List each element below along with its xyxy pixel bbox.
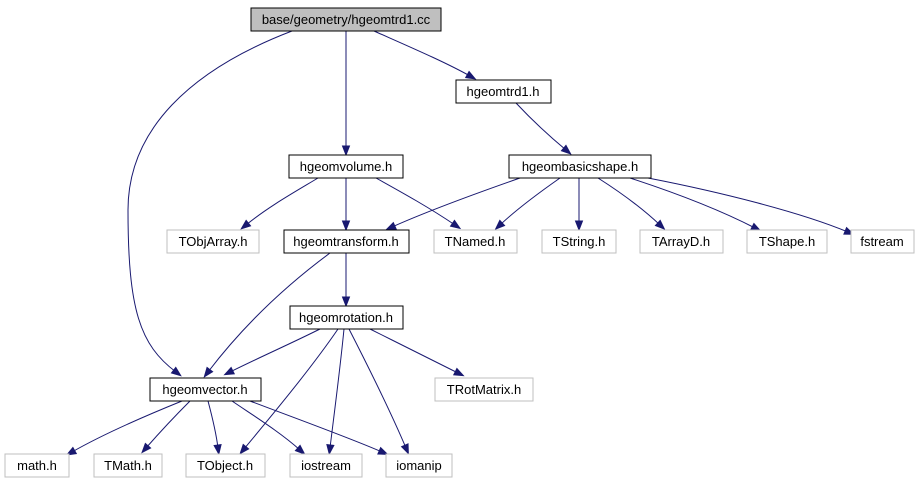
- edge-hgeomtrd1-h-to-hgeombasicshape-h: [515, 102, 567, 151]
- edge-hgeomvector-h-to-math-h: [71, 400, 183, 453]
- node-hgeomrotation-h-label: hgeomrotation.h: [299, 310, 393, 325]
- edge-hgeomtransform-h-to-hgeomvector-h: [207, 252, 331, 373]
- node-hgeomvolume-h-label: hgeomvolume.h: [300, 159, 393, 174]
- node-trotmatrix-h[interactable]: TRotMatrix.h: [434, 377, 534, 402]
- arrowhead-root-to-hgeomtrd1-h: [464, 70, 477, 80]
- arrowhead-hgeomvolume-h-to-hgeomtransform-h: [341, 220, 351, 232]
- node-root-label: base/geometry/hgeomtrd1.cc: [262, 12, 431, 27]
- edge-hgeomrotation-h-to-tobject-h: [243, 328, 339, 450]
- edge-hgeomvector-h-to-iomanip: [249, 400, 383, 453]
- arrowhead-hgeomvector-h-to-tobject-h: [213, 443, 222, 456]
- edge-hgeomrotation-h-to-iostream: [329, 328, 345, 449]
- edge-hgeomvector-h-to-tobject-h: [207, 400, 219, 449]
- arrowhead-hgeomvector-h-to-tmath-h: [141, 442, 152, 454]
- arrowhead-hgeomtransform-h-to-hgeomrotation-h: [341, 296, 351, 308]
- node-hgeombasicshape-h[interactable]: hgeombasicshape.h: [508, 154, 652, 179]
- arrowhead-hgeomrotation-h-to-iostream: [326, 444, 335, 456]
- node-tobjarray-h-label: TObjArray.h: [179, 234, 248, 249]
- edge-hgeombasicshape-h-to-fstream: [647, 177, 849, 233]
- edge-root-to-hgeomvector-h: [127, 30, 293, 373]
- node-hgeomtransform-h-label: hgeomtransform.h: [293, 234, 399, 249]
- arrowhead-hgeomrotation-h-to-tobject-h: [239, 443, 250, 455]
- edge-hgeomrotation-h-to-iomanip: [348, 328, 407, 449]
- node-math-h-label: math.h: [17, 458, 57, 473]
- node-tmath-h-label: TMath.h: [104, 458, 152, 473]
- node-hgeomtrd1-h-label: hgeomtrd1.h: [467, 84, 540, 99]
- edge-hgeombasicshape-h-to-tshape-h: [629, 177, 756, 229]
- arrowhead-hgeomrotation-h-to-iomanip: [400, 443, 409, 455]
- edge-hgeomvolume-h-to-tobjarray-h: [245, 177, 319, 226]
- node-tshape-h-label: TShape.h: [759, 234, 815, 249]
- arrowhead-hgeomtransform-h-to-hgeomvector-h: [203, 366, 214, 378]
- arrowhead-hgeomrotation-h-to-trotmatrix-h: [452, 367, 465, 377]
- arrowhead-root-to-hgeomvolume-h: [341, 145, 351, 157]
- arrowhead-hgeomtrd1-h-to-hgeombasicshape-h: [560, 144, 572, 155]
- node-hgeomvolume-h[interactable]: hgeomvolume.h: [288, 154, 404, 179]
- arrowhead-hgeomvector-h-to-iomanip: [377, 446, 389, 455]
- edge-hgeombasicshape-h-to-tnamed-h: [499, 177, 561, 226]
- edge-hgeomrotation-h-to-hgeomvector-h: [229, 328, 321, 373]
- arrowhead-hgeomvolume-h-to-tnamed-h: [449, 219, 462, 230]
- node-fstream[interactable]: fstream: [850, 229, 915, 254]
- edge-hgeomvector-h-to-iostream: [231, 400, 301, 451]
- arrowhead-root-to-hgeomvector-h: [170, 366, 182, 377]
- node-iostream-label: iostream: [301, 458, 351, 473]
- arrowhead-hgeombasicshape-h-to-tarrayd-h: [654, 219, 666, 231]
- edge-root-to-hgeomtrd1-h: [373, 30, 471, 77]
- node-iomanip[interactable]: iomanip: [385, 453, 453, 478]
- node-root[interactable]: base/geometry/hgeomtrd1.cc: [250, 7, 442, 32]
- node-tstring-h[interactable]: TString.h: [541, 229, 617, 254]
- node-tobject-h-label: TObject.h: [197, 458, 253, 473]
- node-trotmatrix-h-label: TRotMatrix.h: [447, 382, 521, 397]
- node-tarrayd-h-label: TArrayD.h: [652, 234, 710, 249]
- node-tshape-h[interactable]: TShape.h: [746, 229, 828, 254]
- arrowhead-hgeomvolume-h-to-tobjarray-h: [240, 219, 252, 230]
- nodes-layer: base/geometry/hgeomtrd1.cc hgeomtrd1.h h…: [4, 7, 915, 478]
- node-tnamed-h[interactable]: TNamed.h: [433, 229, 518, 254]
- node-hgeomtransform-h[interactable]: hgeomtransform.h: [283, 229, 410, 254]
- node-tnamed-h-label: TNamed.h: [445, 234, 506, 249]
- node-tstring-h-label: TString.h: [553, 234, 606, 249]
- node-iostream[interactable]: iostream: [289, 453, 363, 478]
- edge-hgeomrotation-h-to-trotmatrix-h: [369, 328, 459, 374]
- node-hgeomrotation-h[interactable]: hgeomrotation.h: [289, 305, 404, 330]
- arrowhead-hgeomvector-h-to-math-h: [65, 446, 78, 456]
- node-fstream-label: fstream: [860, 234, 903, 249]
- node-tmath-h[interactable]: TMath.h: [93, 453, 163, 478]
- arrowhead-hgeomvector-h-to-iostream: [294, 444, 306, 455]
- node-hgeomtrd1-h[interactable]: hgeomtrd1.h: [455, 79, 552, 104]
- arrowhead-hgeomrotation-h-to-hgeomvector-h: [223, 366, 236, 376]
- node-hgeomvector-h-label: hgeomvector.h: [162, 382, 247, 397]
- node-hgeombasicshape-h-label: hgeombasicshape.h: [522, 159, 638, 174]
- edge-hgeomvector-h-to-tmath-h: [145, 400, 191, 449]
- arrowhead-hgeombasicshape-h-to-hgeomtransform-h: [385, 221, 397, 230]
- node-math-h[interactable]: math.h: [4, 453, 70, 478]
- node-tobject-h[interactable]: TObject.h: [185, 453, 266, 478]
- edge-hgeombasicshape-h-to-hgeomtransform-h: [391, 177, 521, 228]
- edge-hgeombasicshape-h-to-tarrayd-h: [597, 177, 661, 226]
- node-tobjarray-h[interactable]: TObjArray.h: [166, 229, 260, 254]
- arrowhead-hgeombasicshape-h-to-tnamed-h: [494, 219, 506, 231]
- node-iomanip-label: iomanip: [396, 458, 442, 473]
- node-tarrayd-h[interactable]: TArrayD.h: [639, 229, 724, 254]
- arrowhead-hgeombasicshape-h-to-tstring-h: [574, 220, 584, 232]
- edge-hgeomvolume-h-to-tnamed-h: [375, 177, 456, 226]
- node-hgeomvector-h[interactable]: hgeomvector.h: [149, 377, 262, 402]
